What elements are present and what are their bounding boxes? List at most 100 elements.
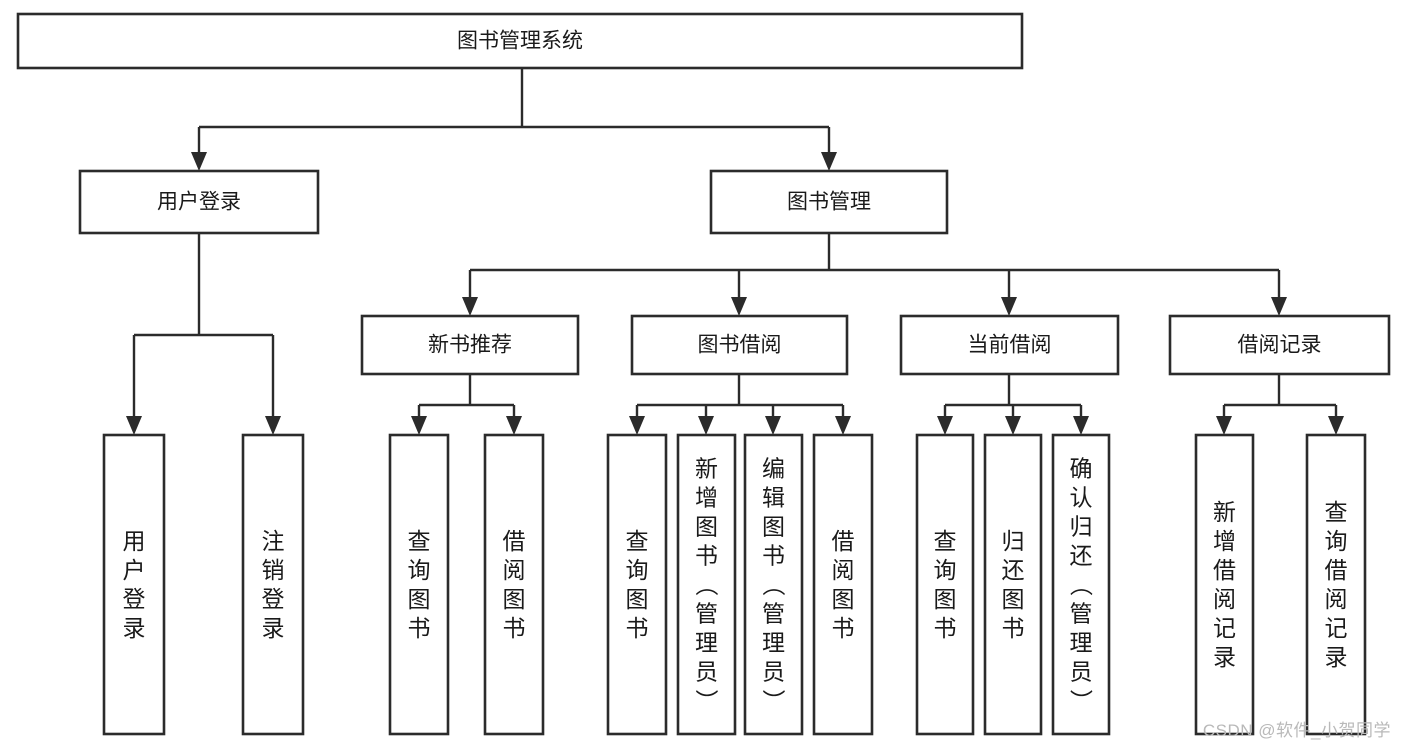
node-book-borrow[interactable]: 图书借阅 <box>630 314 849 376</box>
node-label-leaf-add-book-admin-char-6: 理 <box>695 630 718 656</box>
node-label-leaf-query-book-recommend-char-0: 查 <box>408 528 431 554</box>
arrow-head <box>265 416 281 435</box>
node-label-leaf-confirm-return-admin-char-6: 理 <box>1070 630 1093 656</box>
node-label-leaf-query-book-current-char-0: 查 <box>934 528 957 554</box>
arrow-head <box>835 416 851 435</box>
node-label-leaf-add-borrow-record-char-5: 录 <box>1213 644 1236 670</box>
node-label-current-borrow: 当前借阅 <box>968 334 1052 357</box>
arrow-head <box>1001 297 1017 316</box>
node-label-leaf-query-book-char-2: 图 <box>626 586 649 612</box>
node-label-leaf-logout-char-2: 登 <box>262 586 285 612</box>
node-label-leaf-add-book-admin-char-2: 图 <box>695 514 718 540</box>
arrow-head <box>731 297 747 316</box>
node-label-leaf-add-book-admin-char-8: ） <box>694 689 720 712</box>
arrow-head <box>126 416 142 435</box>
node-label-leaf-borrow-book-char-0: 借 <box>832 528 855 554</box>
node-label-leaf-add-borrow-record-char-0: 新 <box>1213 499 1236 525</box>
connector-level2-group-2-to-leaves <box>937 374 1089 435</box>
node-label-leaf-borrow-book-recommend-char-0: 借 <box>503 528 526 554</box>
node-label-leaf-query-book-char-1: 询 <box>626 557 649 583</box>
node-label-leaf-return-book-char-0: 归 <box>1002 528 1025 554</box>
node-book-management[interactable]: 图书管理 <box>709 169 949 235</box>
node-box-leaf-query-book-recommend <box>388 433 450 736</box>
node-label-leaf-add-book-admin-char-7: 员 <box>695 659 718 685</box>
node-borrow-record[interactable]: 借阅记录 <box>1168 314 1391 376</box>
node-box-current-borrow <box>899 314 1120 376</box>
arrow-head <box>1328 416 1344 435</box>
arrow-head <box>765 416 781 435</box>
node-label-leaf-return-book-char-3: 书 <box>1002 615 1025 641</box>
arrow-head <box>1216 416 1232 435</box>
node-label-new-book-recommend: 新书推荐 <box>428 334 512 357</box>
node-label-leaf-query-borrow-record-char-2: 借 <box>1325 557 1348 583</box>
node-box-new-book-recommend <box>360 314 580 376</box>
node-label-leaf-query-borrow-record-char-1: 询 <box>1325 528 1348 554</box>
node-label-leaf-confirm-return-admin-char-7: 员 <box>1070 659 1093 685</box>
node-label-leaf-query-book-recommend-char-1: 询 <box>408 557 431 583</box>
node-label-leaf-query-borrow-record-char-0: 查 <box>1325 499 1348 525</box>
node-box-leaf-add-borrow-record <box>1194 433 1255 736</box>
node-label-leaf-query-borrow-record-char-4: 记 <box>1325 615 1348 641</box>
node-label-leaf-user-login-char-3: 录 <box>123 615 146 641</box>
node-label-leaf-edit-book-admin-char-4: （ <box>761 573 787 596</box>
node-label-leaf-confirm-return-admin-char-3: 还 <box>1070 543 1093 569</box>
node-label-leaf-query-book-char-3: 书 <box>626 615 649 641</box>
node-label-leaf-edit-book-admin-char-0: 编 <box>762 456 785 482</box>
connector-level2-group-3-to-leaves <box>1216 374 1344 435</box>
node-box-root <box>16 12 1024 70</box>
node-label-leaf-return-book-char-2: 图 <box>1002 586 1025 612</box>
node-label-leaf-return-book-char-1: 还 <box>1002 557 1025 583</box>
node-label-leaf-borrow-book-recommend-char-2: 图 <box>503 586 526 612</box>
node-label-leaf-add-borrow-record-char-1: 增 <box>1213 528 1236 554</box>
node-user-login[interactable]: 用户登录 <box>78 169 320 235</box>
node-label-leaf-query-borrow-record-char-5: 录 <box>1325 644 1348 670</box>
node-label-leaf-confirm-return-admin-char-0: 确 <box>1070 456 1093 482</box>
connector-level2-group-1-to-leaves <box>629 374 851 435</box>
arrow-head <box>821 152 837 171</box>
node-label-leaf-query-borrow-record-char-3: 阅 <box>1325 586 1348 612</box>
node-current-borrow[interactable]: 当前借阅 <box>899 314 1120 376</box>
node-label-borrow-record: 借阅记录 <box>1238 334 1322 357</box>
node-label-leaf-edit-book-admin-char-7: 员 <box>762 659 785 685</box>
node-new-book-recommend[interactable]: 新书推荐 <box>360 314 580 376</box>
node-label-leaf-edit-book-admin-char-3: 书 <box>762 543 785 569</box>
node-label-leaf-edit-book-admin-char-5: 管 <box>762 601 785 627</box>
node-box-book-borrow <box>630 314 849 376</box>
node-label-leaf-edit-book-admin-char-8: ） <box>761 689 787 712</box>
arrow-head <box>1005 416 1021 435</box>
node-box-leaf-query-book <box>606 433 668 736</box>
connector-layer <box>126 68 1344 435</box>
node-label-leaf-add-borrow-record-char-3: 阅 <box>1213 586 1236 612</box>
node-label-leaf-query-book-char-0: 查 <box>626 528 649 554</box>
arrow-head <box>462 297 478 316</box>
node-label-leaf-add-borrow-record-char-4: 记 <box>1213 615 1236 641</box>
node-label-leaf-confirm-return-admin-char-1: 认 <box>1070 485 1093 511</box>
node-root[interactable]: 图书管理系统 <box>16 12 1024 70</box>
node-label-leaf-add-book-admin-char-4: （ <box>694 573 720 596</box>
node-label-leaf-logout-char-3: 录 <box>262 615 285 641</box>
arrow-head <box>698 416 714 435</box>
node-label-user-login: 用户登录 <box>157 191 241 214</box>
node-label-leaf-add-book-admin-char-0: 新 <box>695 456 718 482</box>
node-box-leaf-borrow-book-recommend <box>483 433 545 736</box>
connector-level2-group-0-to-leaves <box>411 374 522 435</box>
node-label-root: 图书管理系统 <box>457 30 583 53</box>
node-box-leaf-user-login <box>102 433 166 736</box>
node-box-leaf-logout <box>241 433 305 736</box>
node-label-leaf-query-book-current-char-3: 书 <box>934 615 957 641</box>
node-leaf-user-login[interactable]: 用户登录 <box>102 433 166 736</box>
